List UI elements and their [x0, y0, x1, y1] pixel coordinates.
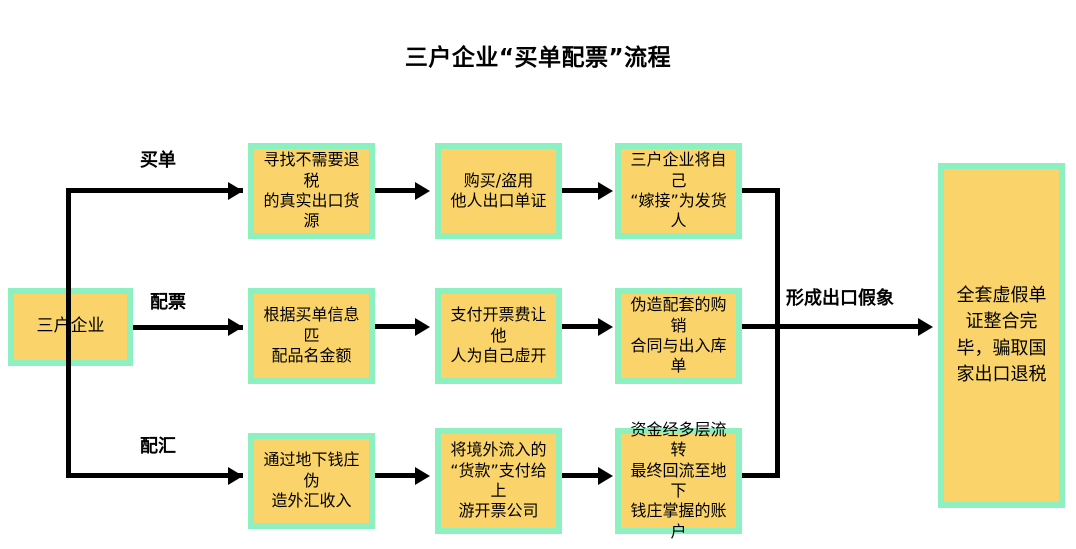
arrowhead-b3-s3: [598, 467, 613, 485]
node-result-label: 全套虚假单 证整合完 毕，骗取国 家出口退税: [956, 285, 1047, 385]
connector-b1-s2-s3: [562, 188, 605, 193]
arrowhead-b1-s3: [598, 182, 613, 200]
node-branch3-step1: 通过地下钱庄伪 造外汇收入: [248, 433, 375, 529]
connector-b2-s1-s2: [375, 324, 420, 329]
connector-row3-merge: [742, 473, 780, 478]
node-branch2-step1: 根据买单信息匹 配品名金额: [248, 288, 375, 384]
node-branch1-step3-label: 三户企业将自己 “嫁接”为发货人: [630, 150, 727, 231]
node-branch1-step1: 寻找不需要退税 的真实出口货源: [248, 143, 375, 239]
connector-left-spine: [66, 188, 71, 478]
connector-b3-s2-s3: [562, 473, 605, 478]
arrowhead-branch1: [228, 182, 243, 200]
page-title: 三户企业“买单配票”流程: [404, 45, 672, 71]
connector-b3-s1-s2: [375, 473, 420, 478]
node-branch3-step3: 资金经多层流转 最终回流至地下 钱庄掌握的账户: [615, 420, 742, 541]
branch-label-2: 配票: [150, 292, 186, 313]
node-branch1-step3: 三户企业将自己 “嫁接”为发货人: [615, 143, 742, 239]
node-branch2-step1-label: 根据买单信息匹 配品名金额: [263, 305, 360, 366]
connector-b2-s2-s3: [562, 324, 605, 329]
node-branch2-step2: 支付开票费让他 人为自己虚开: [435, 288, 562, 384]
connector-source-out: [133, 325, 243, 330]
node-branch3-step1-label: 通过地下钱庄伪 造外汇收入: [263, 450, 360, 511]
node-branch1-step2: 购买/盗用 他人出口单证: [435, 143, 562, 239]
node-branch2-step3: 伪造配套的购销 合同与出入库单: [615, 288, 742, 384]
node-branch1-step1-label: 寻找不需要退税 的真实出口货源: [263, 150, 360, 231]
arrowhead-b2-s3: [598, 318, 613, 336]
connector-row1-merge: [742, 188, 780, 193]
node-branch2-step3-label: 伪造配套的购销 合同与出入库单: [630, 295, 727, 376]
node-branch3-step2: 将境外流入的 “货款”支付给上 游开票公司: [435, 428, 562, 534]
arrowhead-b3-s2: [415, 467, 430, 485]
connector-merge-to-result: [742, 324, 922, 329]
node-branch2-step2-label: 支付开票费让他 人为自己虚开: [450, 305, 547, 366]
branch-label-3: 配汇: [140, 436, 176, 457]
connector-right-spine: [775, 188, 780, 478]
arrowhead-b2-s2: [415, 318, 430, 336]
merge-label: 形成出口假象: [786, 288, 894, 309]
arrowhead-branch2: [228, 318, 243, 336]
connector-branch1-stem: [66, 188, 243, 193]
node-branch3-step3-label: 资金经多层流转 最终回流至地下 钱庄掌握的账户: [630, 419, 727, 541]
arrowhead-branch3: [228, 467, 243, 485]
connector-branch3-stem: [66, 473, 243, 478]
node-branch3-step2-label: 将境外流入的 “货款”支付给上 游开票公司: [450, 440, 547, 521]
node-branch1-step2-label: 购买/盗用 他人出口单证: [450, 170, 547, 210]
branch-label-1: 买单: [140, 150, 176, 171]
connector-b1-s1-s2: [375, 188, 420, 193]
arrowhead-b1-s2: [415, 182, 430, 200]
node-result: 全套虚假单 证整合完 毕，骗取国 家出口退税: [938, 163, 1065, 508]
arrowhead-result: [918, 318, 933, 336]
